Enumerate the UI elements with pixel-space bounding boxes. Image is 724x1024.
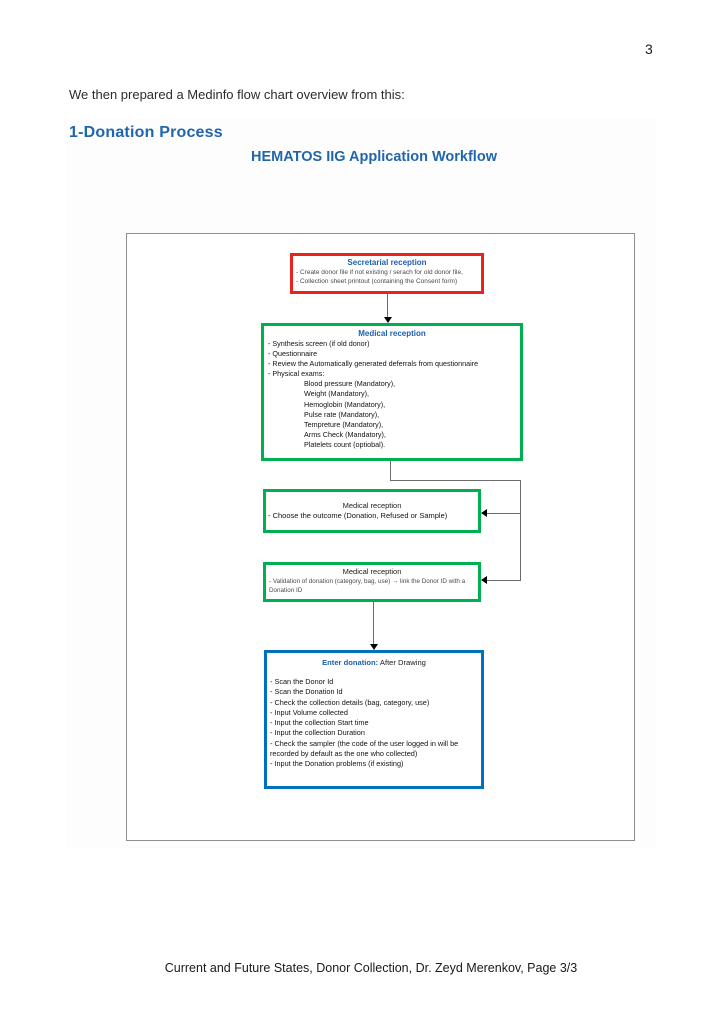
box-secretarial-reception: Secretarial reception - Create donor fil… <box>290 253 484 294</box>
connector-line <box>487 513 521 514</box>
section-heading: 1-Donation Process <box>69 124 223 141</box>
box-item: - Questionnaire <box>268 349 318 359</box>
box-item: - Create donor file if not existing / se… <box>296 269 463 276</box>
page-number: 3 <box>645 41 653 57</box>
box-item-exam: Arms Check (Mandatory), <box>304 429 386 439</box>
box-item-exam: Blood pressure (Mandatory), <box>304 379 396 389</box>
connector-line <box>390 480 521 481</box>
connector-line <box>387 294 388 317</box>
connector-line <box>373 602 374 644</box>
connector-line <box>487 580 521 581</box>
box-item: - Check the collection details (bag, cat… <box>270 697 430 707</box>
box-enter-donation: Enter donation: After Drawing - Scan the… <box>264 650 484 789</box>
box-item: - Synthesis screen (if old donor) <box>268 339 370 348</box>
box-title: Enter donation: After Drawing <box>267 658 481 668</box>
box-item-exam: Platelets count (optiobal). <box>304 439 386 449</box>
box-item: - Input the collection Start time <box>270 718 369 728</box>
arrow-left-icon <box>481 509 487 517</box>
box-item-exam: Pulse rate (Mandatory), <box>304 409 380 419</box>
box-title: Medical reception <box>342 567 402 576</box>
connector-line <box>390 461 391 480</box>
box-item: - Physical exams: <box>268 369 325 379</box>
connector-line <box>520 480 521 580</box>
box-medical-reception-main: Medical reception - Synthesis screen (if… <box>261 323 523 461</box>
box-item-exam: Tempreture (Mandatory), <box>304 419 384 429</box>
flowchart-figure: 1-Donation Process HEMATOS IIG Applicati… <box>66 118 656 848</box>
box-item: - Collection sheet printout (containing … <box>296 277 458 285</box>
page-footer: Current and Future States, Donor Collect… <box>164 961 578 975</box>
box-item: - Input the collection Duration <box>270 728 365 738</box>
box-item-exam: Weight (Mandatory), <box>304 389 369 399</box>
box-item: - Input the Donation problems (if existi… <box>270 759 404 769</box>
box-item: - Review the Automatically generated def… <box>268 359 479 369</box>
box-title: Secretarial reception <box>347 258 427 267</box>
box-item: - Input Volume collected <box>270 707 348 717</box>
box-item: - Validation of donation (category, bag,… <box>269 578 466 594</box>
box-item: - Check the sampler (the code of the use… <box>270 738 459 759</box>
box-item: - Scan the Donation Id <box>270 687 343 697</box>
box-title: Medical reception <box>342 501 402 510</box>
box-item: - Choose the outcome (Donation, Refused … <box>268 511 448 520</box>
box-medical-reception-outcome: Medical reception - Choose the outcome (… <box>263 489 481 533</box>
box-medical-reception-validation: Medical reception - Validation of donati… <box>263 562 481 602</box>
box-title: Medical reception <box>358 329 426 338</box>
chart-title: HEMATOS IIG Application Workflow <box>251 149 497 165</box>
arrow-down-icon <box>370 644 378 650</box>
box-item-exam: Hemoglobin (Mandatory), <box>304 399 386 409</box>
arrow-left-icon <box>481 576 487 584</box>
box-item: - Scan the Donor Id <box>270 677 334 686</box>
flowchart-canvas: Secretarial reception - Create donor fil… <box>126 233 635 841</box>
intro-paragraph: We then prepared a Medinfo flow chart ov… <box>69 87 405 102</box>
box-title-emphasis: Enter donation: <box>322 658 379 667</box>
box-title-rest: After Drawing <box>378 658 426 667</box>
arrow-down-icon <box>384 317 392 323</box>
